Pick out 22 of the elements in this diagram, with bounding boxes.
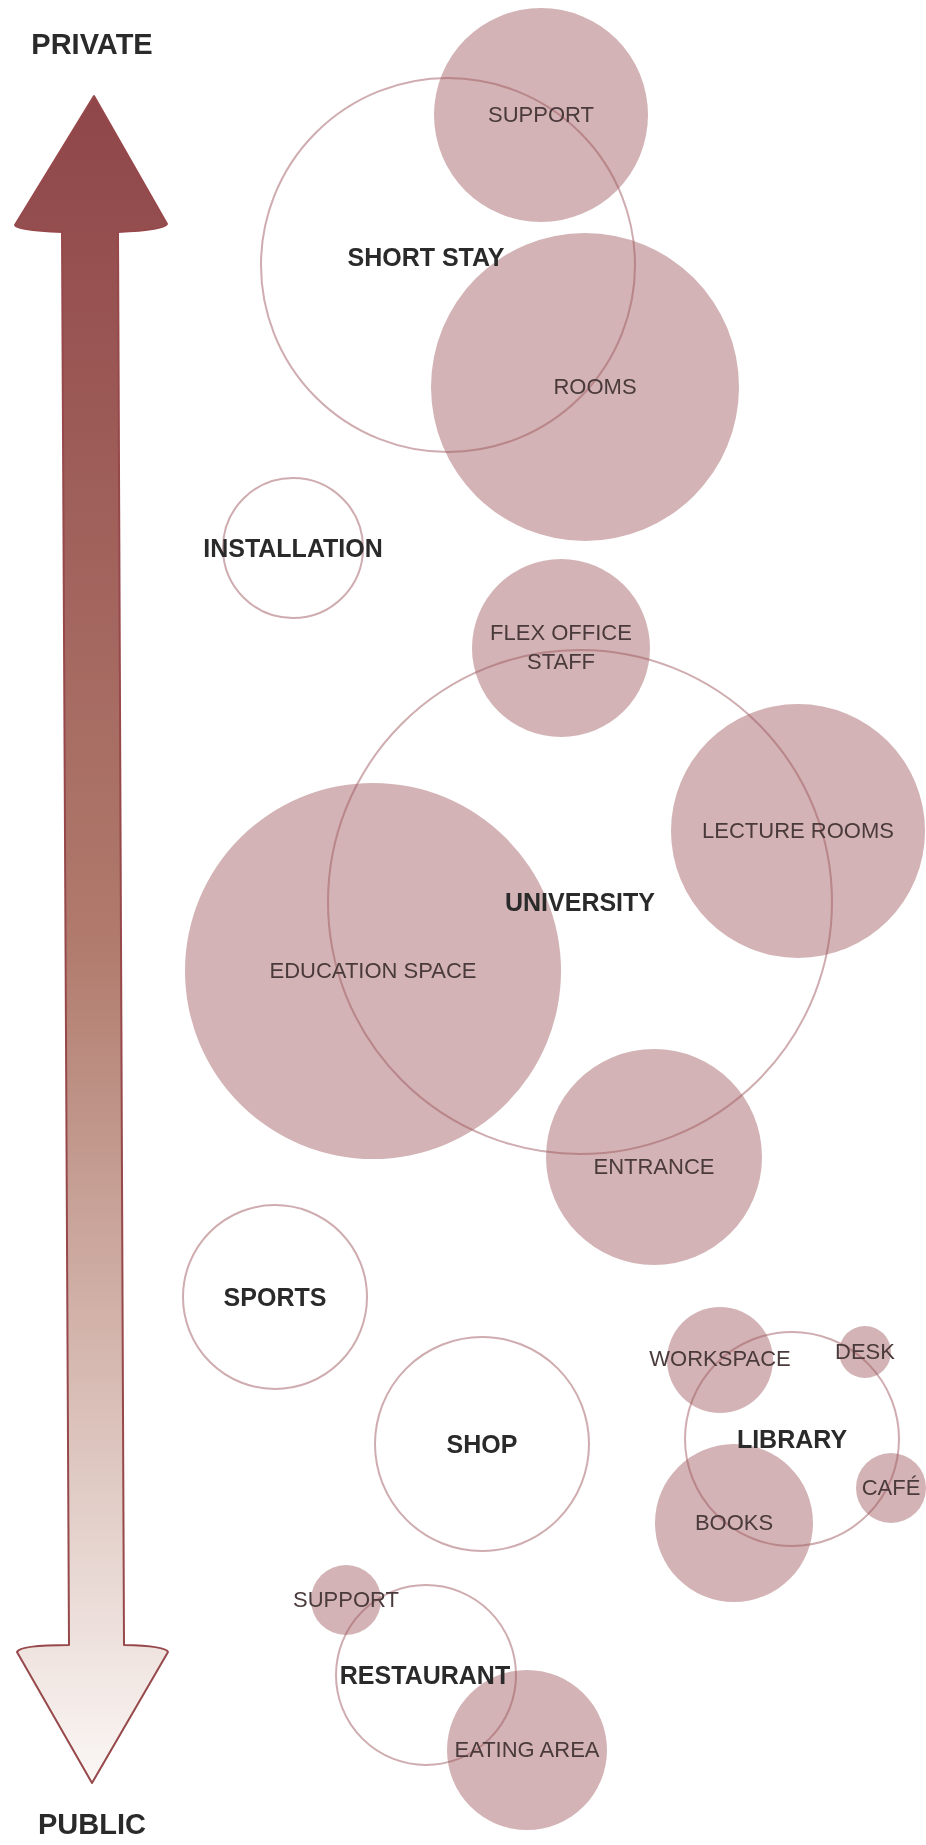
- zone-circle: [260, 77, 636, 453]
- axis-label: PRIVATE: [31, 28, 153, 61]
- zone-label: LIBRARY: [736, 1423, 848, 1455]
- zone-label: SHORT STAY: [347, 241, 505, 273]
- zone-label: RESTAURANT: [339, 1659, 511, 1691]
- zone-label: UNIVERSITY: [505, 886, 655, 918]
- zone-label: INSTALLATION: [203, 532, 383, 564]
- zone-label: SHOP: [446, 1428, 518, 1460]
- space-label: SUPPORT: [488, 100, 594, 129]
- zone-circle: [374, 1336, 590, 1552]
- space-label: EATING AREA: [454, 1735, 600, 1764]
- space-label: LECTURE ROOMS: [702, 816, 894, 845]
- zone-label: SPORTS: [223, 1281, 327, 1313]
- space-label: CAFÉ: [861, 1473, 921, 1502]
- space-label: FLEX OFFICE STAFF: [489, 619, 633, 676]
- space-label: ROOMS: [553, 372, 637, 401]
- space-label: EDUCATION SPACE: [269, 956, 477, 985]
- axis-label: PUBLIC: [38, 1808, 146, 1841]
- zone-circle: [182, 1204, 368, 1390]
- space-label: BOOKS: [694, 1508, 774, 1537]
- space-bubble: [856, 1453, 926, 1523]
- space-label: ENTRANCE: [593, 1152, 715, 1181]
